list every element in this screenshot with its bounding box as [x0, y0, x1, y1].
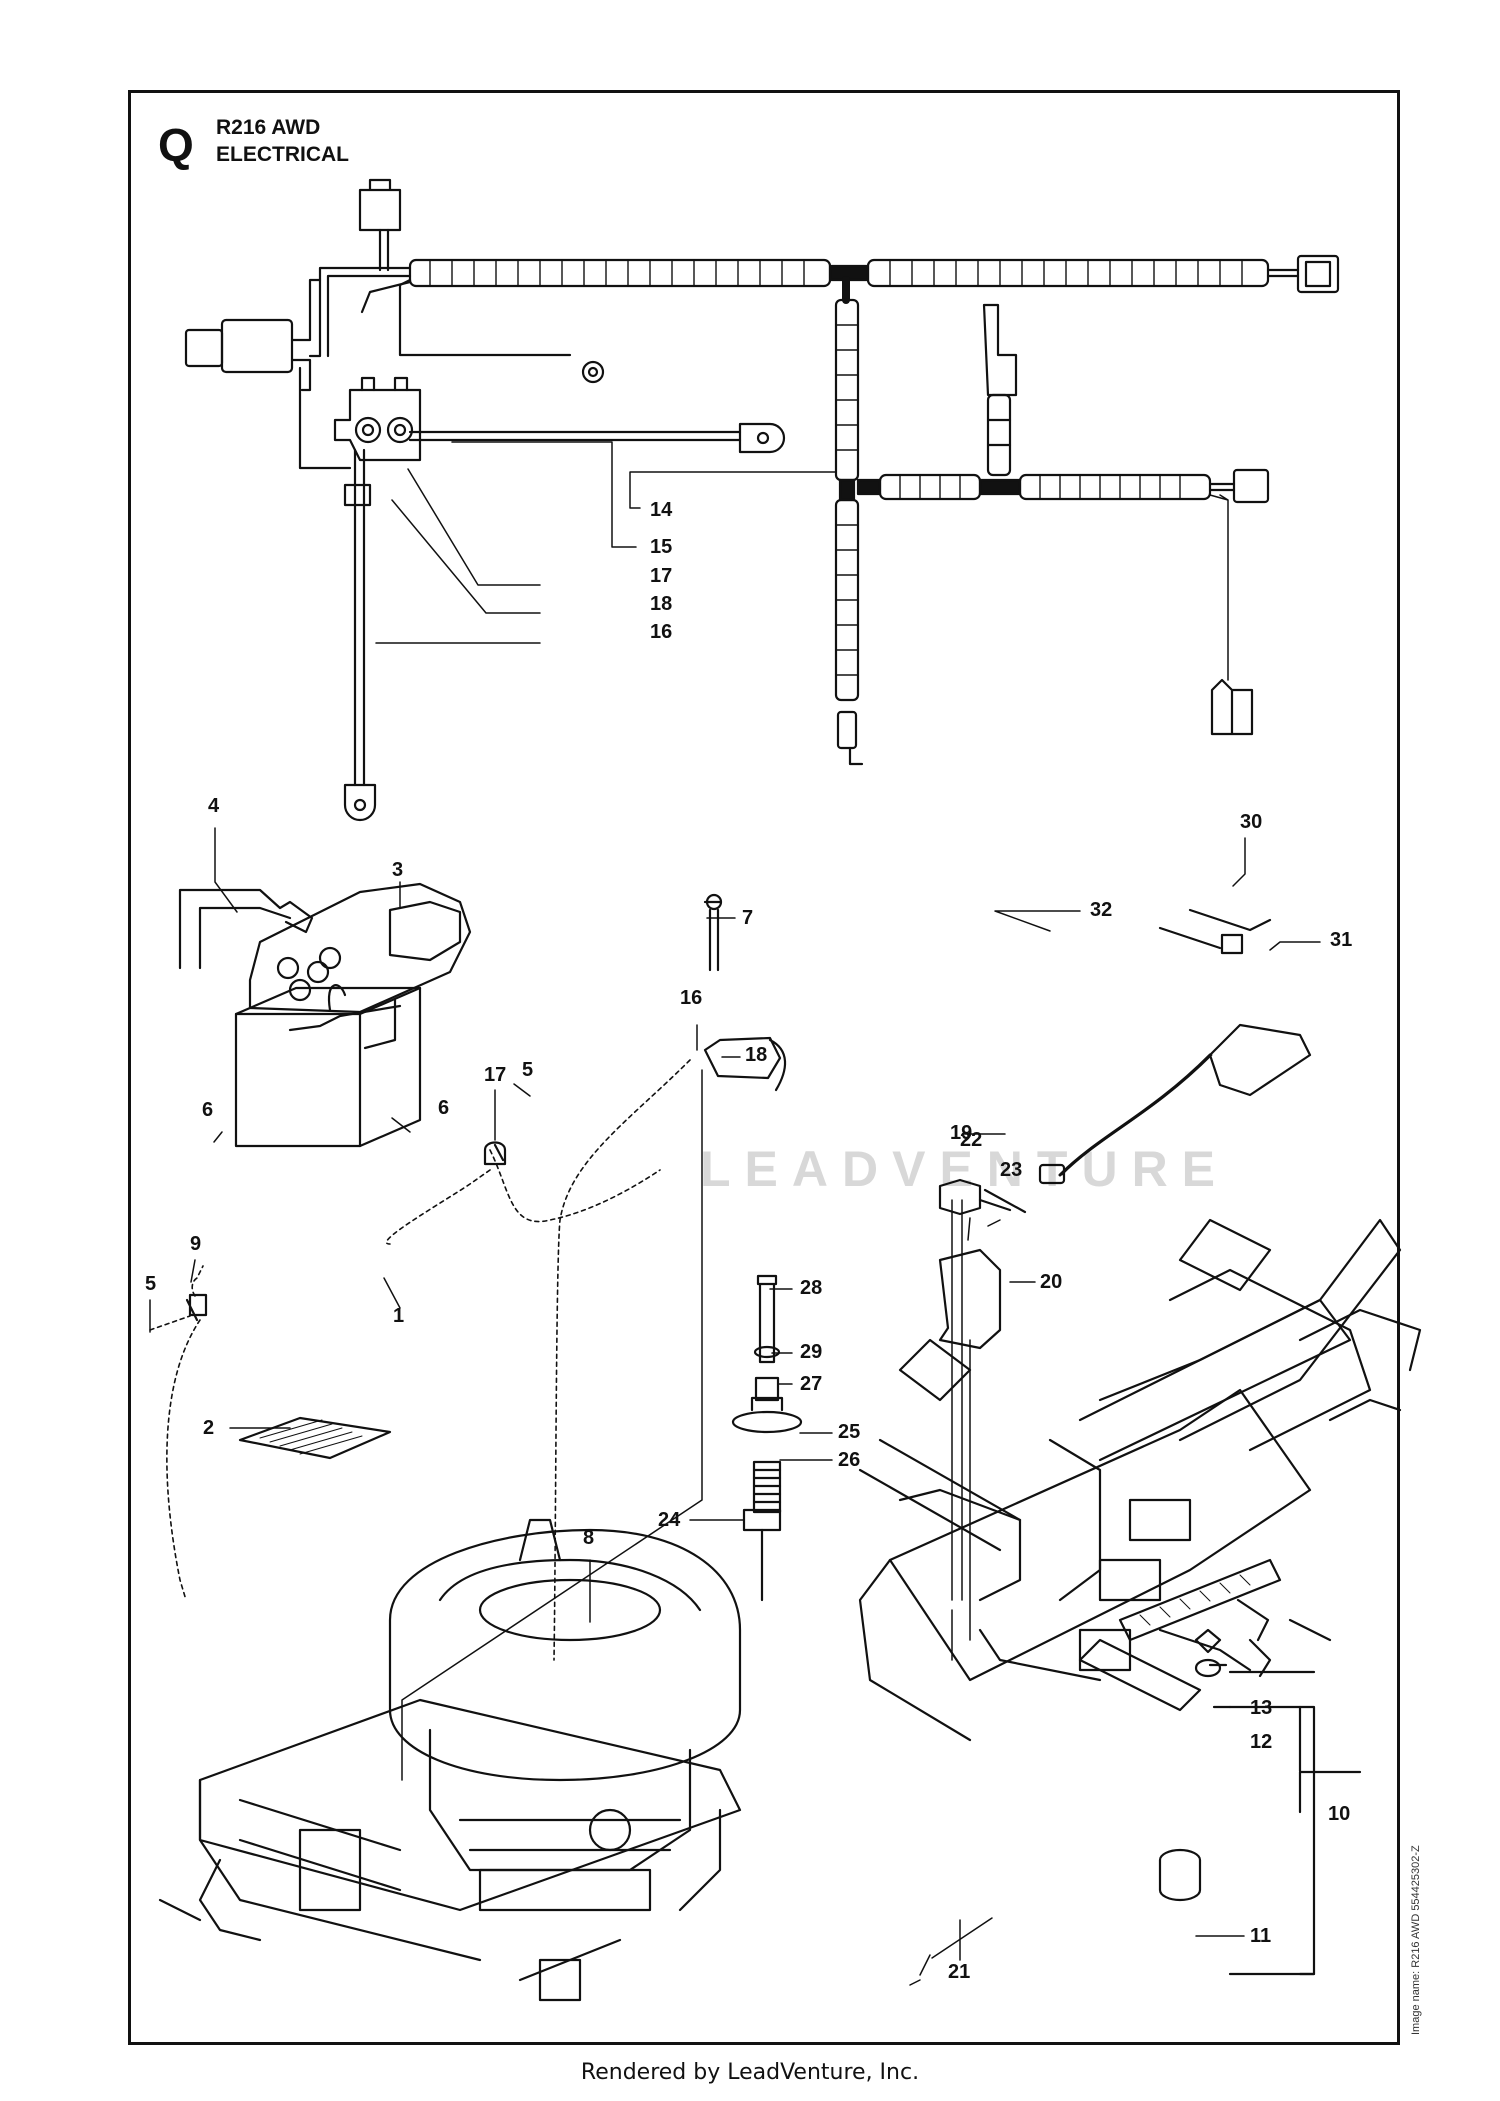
callout-15: 15 [650, 536, 673, 558]
wire-harness [184, 178, 1340, 822]
callout-10: 10 [1328, 1803, 1351, 1825]
callout-26: 26 [838, 1449, 861, 1471]
callout-11: 11 [1250, 1925, 1272, 1947]
callout-21: 21 [948, 1961, 971, 1983]
harness-trunk-left [408, 258, 832, 288]
part-18-solenoid [703, 1036, 782, 1080]
relay [220, 318, 294, 374]
callout-17: 17 [650, 565, 673, 587]
footer-credit: Rendered by LeadVenture, Inc. [580, 2060, 920, 2085]
callout-22: 22 [960, 1129, 983, 1151]
connector-right-mid [1232, 468, 1270, 504]
callout-17-lower: 17 [484, 1064, 507, 1086]
part-2-manual [238, 1416, 392, 1460]
part-20-cover [938, 1248, 1002, 1350]
tractor-chassis [858, 1218, 1422, 1742]
part-12-washer [1194, 1658, 1222, 1678]
callout-4: 4 [208, 795, 220, 817]
callout-31: 31 [1330, 929, 1353, 951]
connector-top-left [358, 178, 402, 232]
harness-trunk-right [866, 258, 1270, 288]
callout-25: 25 [838, 1421, 861, 1443]
section-title: ELECTRICAL [216, 143, 349, 166]
callout-5-upper: 5 [522, 1059, 534, 1081]
part-13-bushing [1194, 1628, 1222, 1654]
image-name-label: Image name: R216 AWD 554425302-Z [1410, 1845, 1422, 2035]
callout-6-left: 6 [202, 1099, 214, 1121]
engine [388, 1518, 742, 1912]
callout-23: 23 [1000, 1159, 1023, 1181]
part-4-bracket [178, 888, 314, 970]
callout-18-lower: 18 [745, 1044, 768, 1066]
callout-28: 28 [800, 1277, 823, 1299]
seat-switch-stack [731, 1274, 803, 1602]
diagram-frame [128, 90, 1400, 2045]
part-11-mount [1158, 1848, 1202, 1902]
callout-29: 29 [800, 1341, 823, 1363]
starter-solenoid [333, 388, 422, 462]
callout-19: 19 [950, 1122, 973, 1144]
part-1-battery [234, 984, 422, 1148]
part-19-connector [1038, 1163, 1066, 1185]
part-31-bracket [1208, 1023, 1312, 1097]
harness-branch-upper [834, 298, 860, 482]
model-title: R216 AWD [216, 116, 321, 139]
part-3-battery-cover [248, 882, 472, 1014]
callout-2: 2 [203, 1417, 215, 1439]
callout-5-lower: 5 [145, 1273, 157, 1295]
callout-8: 8 [583, 1527, 595, 1549]
callout-18: 18 [650, 593, 673, 615]
front-frame [158, 1698, 742, 2002]
callout-13: 13 [1250, 1697, 1273, 1719]
callout-20: 20 [1040, 1271, 1063, 1293]
callout-6-right: 6 [438, 1097, 450, 1119]
diagram-title: R216 AWD ELECTRICAL [216, 114, 349, 168]
callout-7: 7 [742, 907, 754, 929]
callout-3: 3 [392, 859, 404, 881]
callout-12: 12 [1250, 1731, 1273, 1753]
callout-16-lower: 16 [680, 987, 703, 1009]
callout-27: 27 [800, 1373, 823, 1395]
callout-9: 9 [190, 1233, 202, 1255]
callout-32: 32 [1090, 899, 1113, 921]
callout-14: 14 [650, 499, 673, 521]
callout-30: 30 [1240, 811, 1263, 833]
callout-24: 24 [658, 1509, 681, 1531]
section-letter: Q [158, 119, 194, 171]
callout-16: 16 [650, 621, 673, 643]
watermark-text: LEADVENTURE [700, 1141, 1230, 1197]
connector-right-top [1296, 254, 1340, 294]
callout-1: 1 [393, 1305, 405, 1327]
